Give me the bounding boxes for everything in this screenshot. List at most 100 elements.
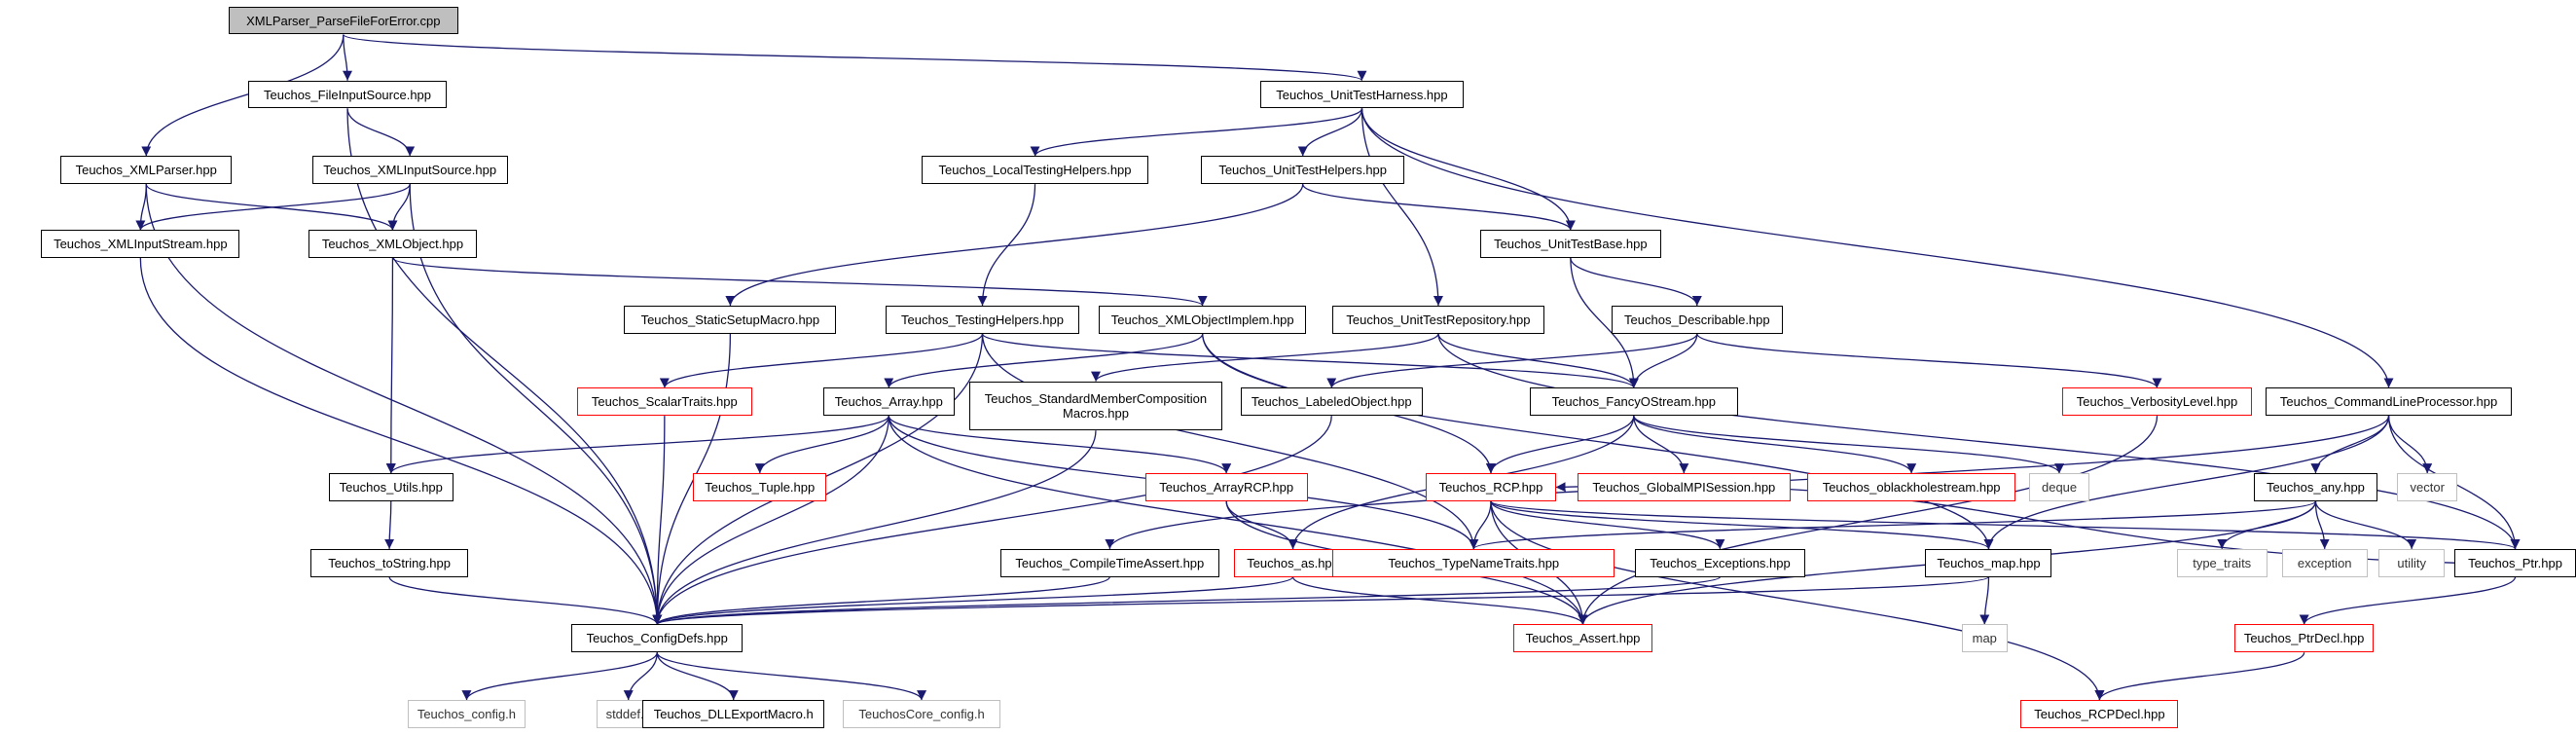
node-teuchos-unittestrepository[interactable]: Teuchos_UnitTestRepository.hpp xyxy=(1332,305,1544,334)
node-teuchos-as[interactable]: Teuchos_as.hpp xyxy=(1233,548,1353,577)
node-teuchos-ptrdecl[interactable]: Teuchos_PtrDecl.hpp xyxy=(2233,624,2375,653)
node-utility: utility xyxy=(2378,548,2445,577)
node-teuchoscore-config-h: TeuchosCore_config.h xyxy=(843,700,1001,728)
edge-rcp-to-rcpdecl xyxy=(1490,500,2105,701)
node-teuchos-xmlinputstream[interactable]: Teuchos_XMLInputStream.hpp xyxy=(41,230,240,259)
edge-array-to-tuple xyxy=(754,415,889,474)
edge-tostring-to-configdefs xyxy=(388,576,663,625)
node-teuchos-tuple[interactable]: Teuchos_Tuple.hpp xyxy=(693,473,827,501)
node-teuchos-configdefs[interactable]: Teuchos_ConfigDefs.hpp xyxy=(571,624,744,653)
node-teuchos-exceptions[interactable]: Teuchos_Exceptions.hpp xyxy=(1634,548,1806,577)
edge-unittestharness-to-localtestinghelpers xyxy=(1030,108,1363,157)
node-teuchos-scalartraits[interactable]: Teuchos_ScalarTraits.hpp xyxy=(576,387,753,417)
edge-any-to-utility xyxy=(2314,500,2417,549)
edge-map_hpp-to-configdefs xyxy=(652,575,1990,626)
node-teuchos-typenametraits[interactable]: Teuchos_TypeNameTraits.hpp xyxy=(1332,548,1615,577)
edge-unittestharness-to-commandlineprocessor xyxy=(1361,108,2394,388)
edge-unittestbase-to-describable xyxy=(1570,257,1702,307)
edge-compiletimeassert-to-configdefs xyxy=(652,575,1110,626)
node-teuchos-describable[interactable]: Teuchos_Describable.hpp xyxy=(1612,305,1783,334)
edge-describable-to-verbositylevel xyxy=(1696,333,2162,388)
node-teuchos-tostring[interactable]: Teuchos_toString.hpp xyxy=(310,548,469,577)
node-teuchos-unittestharness[interactable]: Teuchos_UnitTestHarness.hpp xyxy=(1259,80,1465,109)
edge-standardmembercomposition-to-configdefs xyxy=(652,430,1097,625)
edge-unittestharness-to-unittestbase xyxy=(1361,108,1576,231)
edge-array-to-assert xyxy=(888,416,1588,625)
node-teuchos-globalmpisession[interactable]: Teuchos_GlobalMPISession.hpp xyxy=(1577,473,1792,501)
edge-array-to-utils xyxy=(385,415,889,474)
edge-any-to-typenametraits xyxy=(1469,500,2317,550)
edge-xmlinputstream-to-configdefs xyxy=(139,258,663,625)
edge-labeledobject-to-configdefs xyxy=(652,416,1332,625)
edge-fancyostream-to-deque xyxy=(1633,415,2064,474)
dependency-edges xyxy=(135,33,2521,701)
node-teuchos-rcp[interactable]: Teuchos_RCP.hpp xyxy=(1426,473,1556,501)
node-teuchos-xmlinputsource[interactable]: Teuchos_XMLInputSource.hpp xyxy=(311,156,508,185)
edge-rcp-to-ptr xyxy=(1490,500,2521,550)
node-teuchos-testinghelpers[interactable]: Teuchos_TestingHelpers.hpp xyxy=(885,305,1080,334)
edge-localtestinghelpers-to-testinghelpers xyxy=(977,184,1036,306)
node-teuchos-xmlparser[interactable]: Teuchos_XMLParser.hpp xyxy=(60,156,233,185)
node-deque: deque xyxy=(2028,473,2090,501)
edge-xmlobjectimplem-to-array xyxy=(884,333,1204,388)
edge-unittestharness-to-unittestrepository xyxy=(1361,108,1443,306)
node-teuchos-assert[interactable]: Teuchos_Assert.hpp xyxy=(1512,624,1653,653)
node-teuchos-fileinputsource[interactable]: Teuchos_FileInputSource.hpp xyxy=(247,80,448,109)
edge-configdefs-to-stddef xyxy=(623,652,658,701)
edge-xmlparser-to-configdefs xyxy=(145,184,663,625)
edge-root-to-fileinputsource xyxy=(343,34,353,81)
node-teuchos-config-h: Teuchos_config.h xyxy=(407,700,526,728)
edge-fileinputsource-to-xmlinputsource xyxy=(346,108,416,157)
node-teuchos-staticsetupmacro[interactable]: Teuchos_StaticSetupMacro.hpp xyxy=(624,305,837,334)
edge-fancyostream-to-globalmpisession xyxy=(1633,416,1689,474)
edge-rcp-to-typenametraits xyxy=(1469,500,1492,549)
node-teuchos-dllexportmacro[interactable]: Teuchos_DLLExportMacro.h xyxy=(642,700,825,728)
edge-describable-to-fancyostream xyxy=(1628,333,1698,388)
edge-fancyostream-to-oblackholestream xyxy=(1633,415,1917,474)
edge-verbositylevel-to-assert xyxy=(1578,416,2159,625)
edge-as-to-assert xyxy=(1291,576,1588,625)
node-teuchos-xmlobject[interactable]: Teuchos_XMLObject.hpp xyxy=(308,230,477,259)
edge-configdefs-to-dllexportmacro xyxy=(656,652,739,701)
node-teuchos-arrayrcp[interactable]: Teuchos_ArrayRCP.hpp xyxy=(1144,473,1308,501)
edge-testinghelpers-to-typenametraits xyxy=(981,333,1479,549)
node-teuchos-any[interactable]: Teuchos_any.hpp xyxy=(2254,473,2377,501)
node-teuchos-oblackholestream[interactable]: Teuchos_oblackholestream.hpp xyxy=(1806,473,2016,501)
edge-root-to-xmlparser xyxy=(141,34,345,157)
node-teuchos-standardmembercompositionmacros[interactable]: Teuchos_StandardMemberComposition Macros… xyxy=(969,381,1222,431)
node-teuchos-fancyostream[interactable]: Teuchos_FancyOStream.hpp xyxy=(1529,387,1739,417)
edge-xmlobject-to-xmlobjectimplem xyxy=(391,257,1208,307)
node-teuchos-commandlineprocessor[interactable]: Teuchos_CommandLineProcessor.hpp xyxy=(2265,387,2513,417)
edge-arrayrcp-to-as xyxy=(1225,500,1298,549)
edge-any-to-exception xyxy=(2314,500,2330,549)
node-teuchos-labeledobject[interactable]: Teuchos_LabeledObject.hpp xyxy=(1240,387,1423,417)
node-teuchos-xmlobjectimplem[interactable]: Teuchos_XMLObjectImplem.hpp xyxy=(1099,305,1307,334)
node-xmlparser-parsefileforerror-cpp[interactable]: XMLParser_ParseFileForError.cpp xyxy=(228,6,458,35)
edge-unittestrepository-to-ptr xyxy=(1437,333,2521,549)
node-teuchos-verbositylevel[interactable]: Teuchos_VerbosityLevel.hpp xyxy=(2061,387,2253,417)
node-teuchos-map-hpp[interactable]: Teuchos_map.hpp xyxy=(1925,548,2052,577)
node-teuchos-unittesthelpers[interactable]: Teuchos_UnitTestHelpers.hpp xyxy=(1201,156,1405,185)
edge-ptr-to-ptrdecl xyxy=(2299,576,2517,625)
edge-map_hpp-to-map xyxy=(1979,576,1990,625)
node-teuchos-ptr[interactable]: Teuchos_Ptr.hpp xyxy=(2454,548,2576,577)
node-teuchos-unittestbase[interactable]: Teuchos_UnitTestBase.hpp xyxy=(1480,230,1661,259)
edge-ptrdecl-to-rcpdecl xyxy=(2094,651,2305,701)
node-exception: exception xyxy=(2281,548,2368,577)
edge-unittesthelpers-to-staticsetupmacro xyxy=(725,184,1304,307)
node-teuchos-compiletimeassert[interactable]: Teuchos_CompileTimeAssert.hpp xyxy=(1000,548,1219,577)
edge-testinghelpers-to-scalartraits xyxy=(659,333,984,388)
node-teuchos-array[interactable]: Teuchos_Array.hpp xyxy=(822,387,955,417)
edge-commandlineprocessor-to-any xyxy=(2310,416,2390,474)
node-type-traits: type_traits xyxy=(2176,548,2268,577)
edge-xmlobjectimplem-to-map_hpp xyxy=(1202,333,1994,549)
edge-array-to-arrayrcp xyxy=(888,415,1232,474)
node-vector: vector xyxy=(2396,473,2458,501)
edge-rcp-to-map_hpp xyxy=(1490,500,1994,550)
node-teuchos-localtestinghelpers[interactable]: Teuchos_LocalTestingHelpers.hpp xyxy=(922,156,1148,185)
edge-root-to-unittestharness xyxy=(343,33,1367,82)
node-teuchos-rcpdecl[interactable]: Teuchos_RCPDecl.hpp xyxy=(2020,700,2179,728)
edge-xmlparser-to-xmlinputstream xyxy=(135,184,147,231)
node-teuchos-utils[interactable]: Teuchos_Utils.hpp xyxy=(328,473,454,501)
